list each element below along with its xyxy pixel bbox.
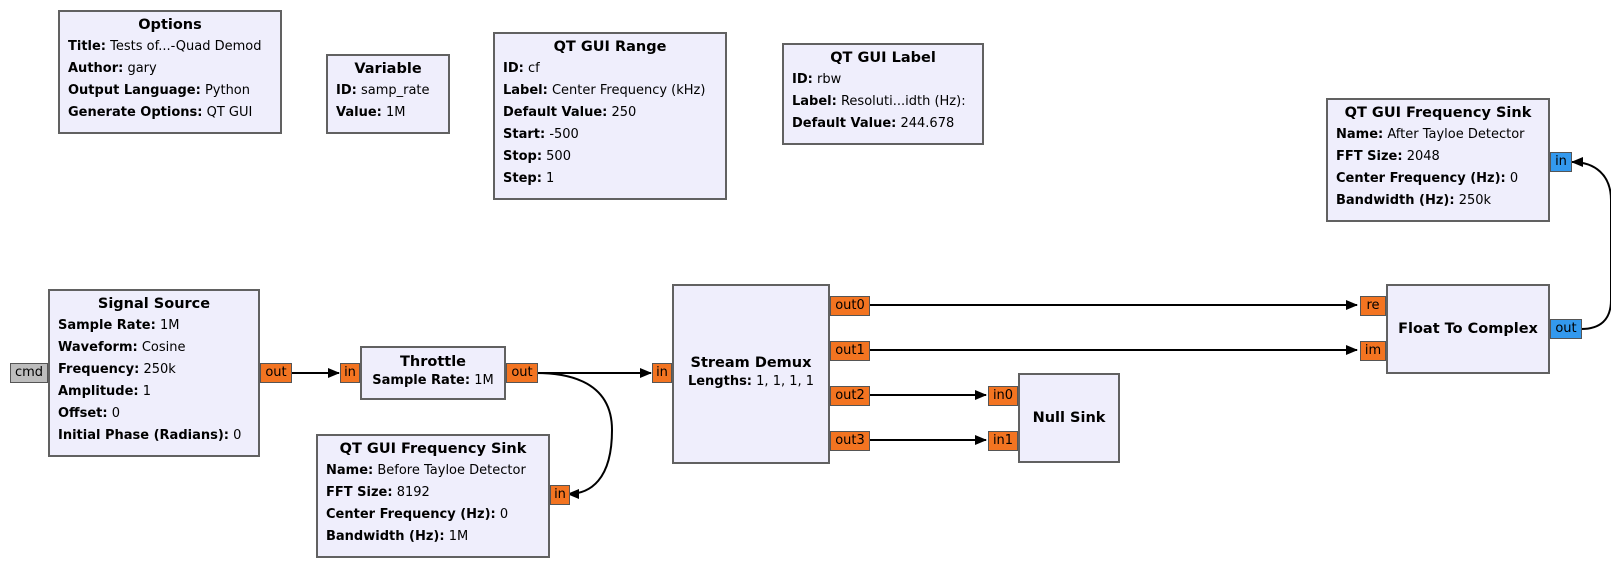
block-title: Null Sink: [1032, 410, 1106, 426]
null-sink-block[interactable]: Null Sink: [1018, 373, 1120, 463]
block-title: QT GUI Frequency Sink: [339, 441, 527, 457]
prop-initial-phase: Initial Phase (Radians): 0: [58, 428, 242, 443]
null-sink-in1-port[interactable]: in1: [988, 431, 1018, 451]
prop-fft-size: FFT Size: 8192: [326, 485, 430, 500]
prop-value: Value: 1M: [336, 105, 406, 120]
prop-sample-rate: Sample Rate: 1M: [372, 373, 494, 388]
block-title: Options: [138, 17, 202, 33]
float-to-complex-out-port[interactable]: out: [1550, 319, 1582, 339]
block-title: Variable: [354, 61, 422, 77]
prop-step: Step: 1: [503, 171, 555, 186]
prop-lengths: Lengths: 1, 1, 1, 1: [687, 374, 815, 389]
prop-sample-rate: Sample Rate: 1M: [58, 318, 180, 333]
throttle-in-port[interactable]: in: [340, 363, 360, 383]
signal-source-block[interactable]: Signal Source Sample Rate: 1M Waveform: …: [48, 289, 260, 457]
stream-demux-out3-port[interactable]: out3: [830, 431, 870, 451]
prop-waveform: Waveform: Cosine: [58, 340, 186, 355]
freq-sink-after-block[interactable]: QT GUI Frequency Sink Name: After Tayloe…: [1326, 98, 1550, 222]
block-title: Throttle: [400, 354, 466, 370]
prop-bandwidth: Bandwidth (Hz): 250k: [1336, 193, 1492, 208]
prop-label: Label: Resoluti...idth (Hz):: [792, 94, 966, 109]
prop-output-language: Output Language: Python: [68, 83, 250, 98]
block-title: QT GUI Range: [553, 39, 667, 55]
throttle-block[interactable]: Throttle Sample Rate: 1M: [360, 346, 506, 400]
block-title: QT GUI Label: [830, 50, 936, 66]
stream-demux-out0-port[interactable]: out0: [830, 296, 870, 316]
freq-sink-before-in-port[interactable]: in: [550, 485, 570, 505]
float-to-complex-im-port[interactable]: im: [1360, 341, 1386, 361]
prop-fft-size: FFT Size: 2048: [1336, 149, 1440, 164]
signal-source-out-port[interactable]: out: [260, 363, 292, 383]
wire-throttle-to-sink-before[interactable]: [535, 372, 614, 499]
prop-frequency: Frequency: 250k: [58, 362, 176, 377]
wire-f2c-to-sink-after[interactable]: [1571, 157, 1611, 330]
prop-label: Label: Center Frequency (kHz): [503, 83, 706, 98]
prop-offset: Offset: 0: [58, 406, 120, 421]
stream-demux-block[interactable]: Stream Demux Lengths: 1, 1, 1, 1: [672, 284, 830, 464]
block-title: Stream Demux: [690, 355, 812, 371]
options-block[interactable]: Options Title: Tests of...-Quad Demod Au…: [58, 10, 282, 134]
variable-block[interactable]: Variable ID: samp_rate Value: 1M: [326, 54, 450, 134]
block-title: Float To Complex: [1398, 321, 1538, 337]
prop-id: ID: rbw: [792, 72, 842, 87]
prop-title: Title: Tests of...-Quad Demod: [68, 39, 262, 54]
freq-sink-before-block[interactable]: QT GUI Frequency Sink Name: Before Taylo…: [316, 434, 550, 558]
prop-default-value: Default Value: 250: [503, 105, 637, 120]
prop-default-value: Default Value: 244.678: [792, 116, 955, 131]
prop-generate-options: Generate Options: QT GUI: [68, 105, 253, 120]
prop-center-frequency: Center Frequency (Hz): 0: [1336, 171, 1519, 186]
prop-center-frequency: Center Frequency (Hz): 0: [326, 507, 509, 522]
float-to-complex-re-port[interactable]: re: [1360, 296, 1386, 316]
throttle-out-port[interactable]: out: [506, 363, 538, 383]
prop-name: Name: After Tayloe Detector: [1336, 127, 1525, 142]
prop-name: Name: Before Tayloe Detector: [326, 463, 526, 478]
block-title: QT GUI Frequency Sink: [1344, 105, 1532, 121]
prop-id: ID: cf: [503, 61, 540, 76]
stream-demux-out1-port[interactable]: out1: [830, 341, 870, 361]
null-sink-in0-port[interactable]: in0: [988, 386, 1018, 406]
prop-bandwidth: Bandwidth (Hz): 1M: [326, 529, 469, 544]
prop-start: Start: -500: [503, 127, 579, 142]
prop-id: ID: samp_rate: [336, 83, 430, 98]
signal-source-cmd-port[interactable]: cmd: [10, 363, 48, 383]
prop-stop: Stop: 500: [503, 149, 571, 164]
stream-demux-in-port[interactable]: in: [652, 363, 672, 383]
qt-gui-range-block[interactable]: QT GUI Range ID: cf Label: Center Freque…: [493, 32, 727, 200]
float-to-complex-block[interactable]: Float To Complex: [1386, 284, 1550, 374]
prop-author: Author: gary: [68, 61, 157, 76]
qt-gui-label-block[interactable]: QT GUI Label ID: rbw Label: Resoluti...i…: [782, 43, 984, 145]
freq-sink-after-in-port[interactable]: in: [1550, 152, 1572, 172]
prop-amplitude: Amplitude: 1: [58, 384, 152, 399]
stream-demux-out2-port[interactable]: out2: [830, 386, 870, 406]
block-title: Signal Source: [97, 296, 211, 312]
